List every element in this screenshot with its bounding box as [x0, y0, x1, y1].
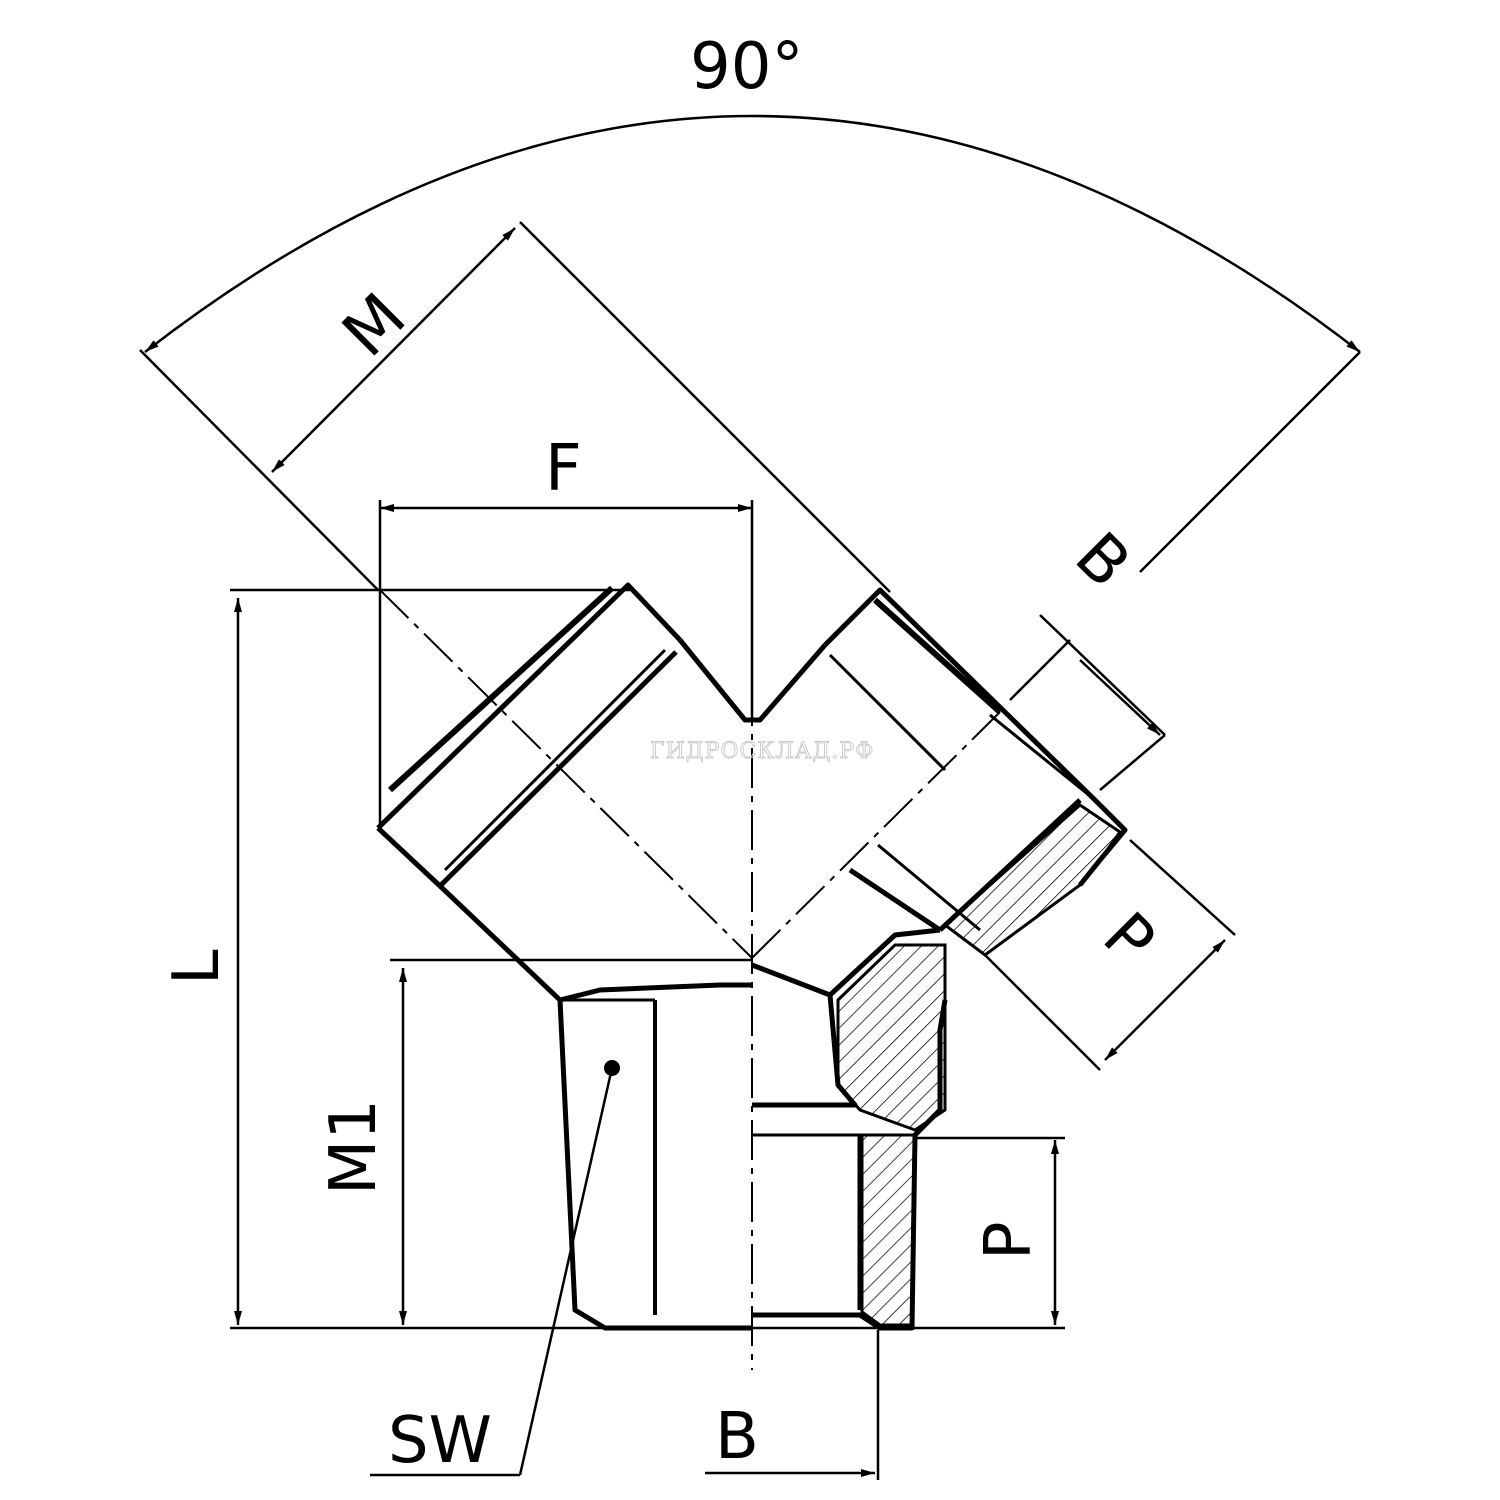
watermark: ГИДРОСКЛАД.РФ: [650, 739, 874, 764]
label-sw: SW: [388, 1404, 492, 1478]
label-p-angled: P: [1089, 899, 1169, 979]
angle-label: 90°: [690, 30, 803, 104]
label-b-bottom: B: [715, 1400, 759, 1474]
label-b-angled: B: [1061, 519, 1144, 602]
section-hatching: [836, 803, 1123, 1327]
label-m: M: [329, 280, 420, 371]
label-p-vertical: P: [972, 1221, 1046, 1260]
leader-dot: [604, 1060, 620, 1076]
label-l: L: [160, 949, 234, 985]
label-f: F: [545, 432, 582, 506]
dimension-lines: [139, 114, 1361, 1480]
label-m1: M1: [317, 1099, 391, 1195]
